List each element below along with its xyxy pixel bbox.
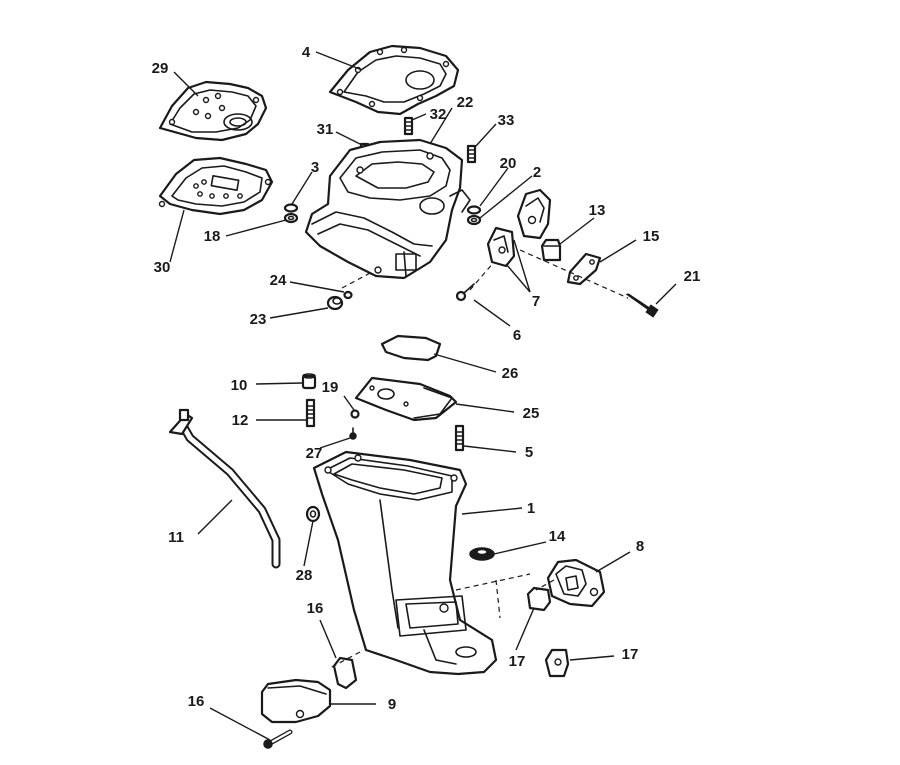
callout-5: 5	[525, 444, 533, 461]
callout-21: 20	[500, 155, 517, 172]
callout-29: 28	[296, 567, 313, 584]
callout-26: 25	[523, 405, 540, 422]
part-25-o-ring	[343, 290, 353, 300]
part-18-mount-block	[544, 648, 570, 678]
part-27-gasket	[380, 334, 442, 362]
callout-2: 2	[533, 164, 541, 181]
part-5-stud	[454, 424, 465, 452]
part-7-mount-bracket-right	[516, 188, 552, 240]
leader-lines	[169, 51, 677, 741]
part-13-rubber-mount	[540, 238, 562, 262]
callout-1: 1	[527, 500, 535, 517]
part-2-nut	[466, 214, 482, 226]
callout-labels: 29 4 31 32 22 33 3 18 30 20 2 13 15 21 7…	[152, 44, 701, 713]
callout-4: 4	[302, 44, 311, 61]
callout-3: 3	[311, 159, 319, 176]
part-17-rubber-mount-upper	[526, 586, 552, 612]
part-6-screw	[455, 283, 475, 302]
part-22-bolt	[624, 293, 659, 318]
part-20-o-ring	[350, 409, 360, 419]
part-16-bolt	[263, 729, 293, 749]
part-8-lower-mount-bracket	[546, 558, 606, 608]
callout-13: 13	[589, 202, 606, 219]
callout-18: 17	[622, 646, 639, 663]
callout-10: 10	[231, 377, 248, 394]
part-7-mount-bracket-left	[486, 226, 516, 268]
part-3-lockwasher	[283, 203, 299, 213]
part-21-lockwasher	[466, 205, 482, 215]
part-28-screw	[349, 427, 357, 440]
part-10-spacer	[301, 373, 317, 390]
part-19-nut	[283, 212, 299, 224]
part-31-adapter-plate	[158, 156, 274, 216]
callout-12: 12	[232, 412, 249, 429]
callout-16: 16	[188, 693, 205, 710]
callout-7: 7	[532, 293, 540, 310]
callout-11: 11	[168, 529, 184, 546]
callout-27: 26	[502, 365, 519, 382]
part-34-stud	[466, 144, 477, 164]
part-11-water-tube	[168, 408, 281, 569]
callout-9: 9	[388, 696, 396, 713]
part-12-stud	[305, 398, 316, 428]
part-23-exhaust-housing	[304, 138, 471, 280]
callout-17-lower: 17	[509, 653, 526, 670]
part-9-lower-mount-cover	[260, 678, 332, 724]
part-30-gasket	[158, 80, 268, 142]
part-14-grommet	[469, 547, 495, 561]
callout-25: 24	[270, 272, 287, 289]
callout-22: 21	[684, 268, 701, 285]
callout-20: 19	[322, 379, 339, 396]
part-26-plate	[354, 376, 458, 422]
callout-19: 18	[204, 228, 221, 245]
part-29-grommet	[305, 505, 321, 523]
callout-14: 14	[549, 528, 566, 545]
callout-34: 33	[498, 112, 515, 129]
callout-6: 6	[513, 327, 521, 344]
part-33-stud	[403, 116, 414, 136]
callout-17-upper: 16	[307, 600, 324, 617]
callout-31: 30	[154, 259, 171, 276]
callout-33: 32	[430, 106, 447, 123]
part-4-gasket	[328, 44, 460, 116]
callout-28: 27	[306, 445, 323, 462]
part-1-exhaust-housing	[312, 450, 498, 676]
alignment-lines	[329, 249, 629, 669]
callout-8: 8	[636, 538, 644, 555]
callout-30: 29	[152, 60, 169, 77]
callout-23: 22	[457, 94, 474, 111]
callout-24: 23	[250, 311, 267, 328]
callout-32: 31	[317, 121, 334, 138]
part-24-plug	[326, 295, 344, 311]
part-15-retainer-plate	[566, 252, 602, 286]
callout-15: 15	[643, 228, 660, 245]
part-17-rubber-mount-lower	[332, 656, 358, 690]
